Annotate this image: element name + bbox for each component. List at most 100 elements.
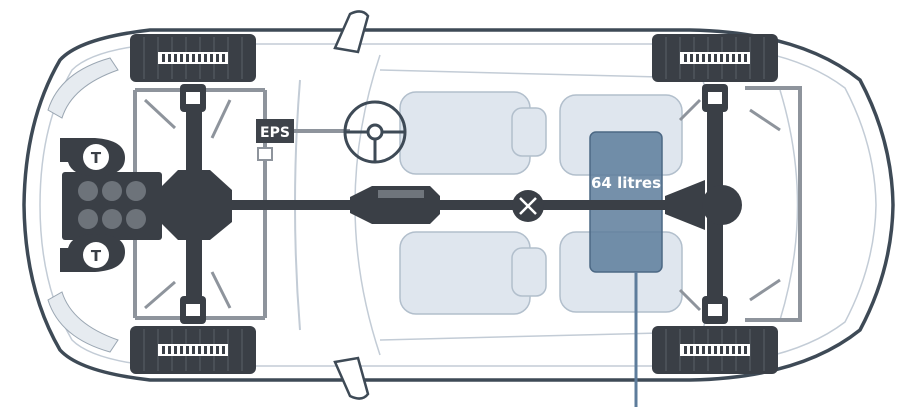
- rim-bolt: [198, 346, 201, 354]
- rim-bolt: [738, 54, 741, 62]
- turbo-icon: [83, 242, 109, 268]
- rim-bolt: [744, 54, 747, 62]
- x-circle-icon: [512, 190, 544, 222]
- mirror-bottom: [333, 356, 370, 400]
- steering-wheel: [343, 100, 407, 164]
- strut-1: [143, 98, 177, 130]
- rim-bolt: [162, 54, 165, 62]
- rim-bolt: [714, 54, 717, 62]
- wheel-hub-detail: [186, 92, 200, 104]
- rim-bolt: [222, 54, 225, 62]
- cylinder: [78, 181, 98, 201]
- rim-bolt: [684, 54, 687, 62]
- rear-rail-top: [745, 86, 802, 322]
- rim-bolt: [732, 346, 735, 354]
- wheel-front-top: [130, 34, 256, 112]
- turbo-top: T: [60, 138, 125, 176]
- turbo-bottom: T: [60, 234, 125, 272]
- turbo-label: T: [91, 247, 102, 265]
- eps-box: [256, 119, 294, 143]
- strut-3: [210, 99, 232, 139]
- rim-bolt: [174, 346, 177, 354]
- seat-front-top-headrest: [511, 107, 547, 157]
- cylinder: [78, 209, 98, 229]
- rim-bolt: [696, 346, 699, 354]
- headlight-top: [47, 57, 119, 119]
- rim-bolt: [222, 346, 225, 354]
- rim-bolt: [702, 346, 705, 354]
- rim-bolt: [180, 346, 183, 354]
- eps-connector: [257, 147, 273, 161]
- engine: T T: [60, 138, 162, 272]
- rim-bolt: [168, 346, 171, 354]
- wheels: [130, 34, 778, 374]
- wheel-rear-bottom: [652, 296, 778, 374]
- propshaft: [200, 200, 710, 210]
- rim-bolt: [162, 346, 165, 354]
- rim-bolt: [192, 346, 195, 354]
- rim-bolt: [720, 346, 723, 354]
- rim-bolt: [714, 346, 717, 354]
- strut-8: [749, 278, 781, 302]
- eps-label: EPS: [260, 125, 290, 141]
- strut-7: [749, 108, 781, 132]
- steering-hub: [366, 123, 384, 141]
- rim-bolt: [738, 346, 741, 354]
- rim-bolt: [216, 54, 219, 62]
- seat-front-bottom-headrest: [511, 247, 547, 297]
- transmission-detail: [378, 190, 424, 198]
- x-stroke: [519, 197, 537, 215]
- rim-bolt: [684, 346, 687, 354]
- strut-5: [678, 98, 702, 122]
- wheel-hub-detail: [708, 304, 722, 316]
- roof-line-top: [379, 69, 701, 79]
- rear-window: [779, 89, 799, 321]
- wheel-hub-detail: [186, 304, 200, 316]
- seat-front-top: [399, 91, 531, 175]
- rim-bolt: [210, 346, 213, 354]
- rim-bolt: [216, 346, 219, 354]
- rim-bolt: [198, 54, 201, 62]
- mirror-top: [333, 10, 370, 54]
- wheel-rear-top: [652, 34, 778, 112]
- front-differential: [160, 170, 232, 240]
- rim-bolt: [174, 54, 177, 62]
- rim-bolt: [180, 54, 183, 62]
- fuel-tank-label: 64 litres: [591, 174, 661, 192]
- rim-bolt: [702, 54, 705, 62]
- turbo-icon: [83, 144, 109, 170]
- drivetrain: [160, 90, 742, 318]
- cylinder: [126, 181, 146, 201]
- wheel-front-bottom: [130, 296, 256, 374]
- rim-bolt: [192, 54, 195, 62]
- turbo-label: T: [91, 149, 102, 167]
- headlight-bottom: [47, 291, 119, 353]
- eps-unit: EPS: [256, 119, 294, 161]
- cylinder: [102, 181, 122, 201]
- rim-bolt: [726, 54, 729, 62]
- rim-bolt: [186, 54, 189, 62]
- rim-bolt: [708, 54, 711, 62]
- roof-line-bottom: [379, 331, 701, 341]
- rear-differential-cone: [665, 180, 705, 230]
- strut-2: [144, 280, 176, 310]
- rim-bolt: [168, 54, 171, 62]
- rim-bolt: [732, 54, 735, 62]
- rim-bolt: [720, 54, 723, 62]
- engine-cylinders: [78, 181, 146, 229]
- rim-bolt: [690, 54, 693, 62]
- rim-bolt: [690, 346, 693, 354]
- rim-bolt: [186, 346, 189, 354]
- rim-bolt: [204, 346, 207, 354]
- wheel-hub-detail: [708, 92, 722, 104]
- rim-bolt: [744, 346, 747, 354]
- cylinder: [126, 209, 146, 229]
- rim-bolt: [204, 54, 207, 62]
- rim-bolt: [696, 54, 699, 62]
- strut-4: [210, 271, 232, 309]
- rear-differential: [702, 185, 742, 225]
- rim-bolt: [726, 346, 729, 354]
- seat-front-bottom: [399, 231, 531, 315]
- rim-bolt: [708, 346, 711, 354]
